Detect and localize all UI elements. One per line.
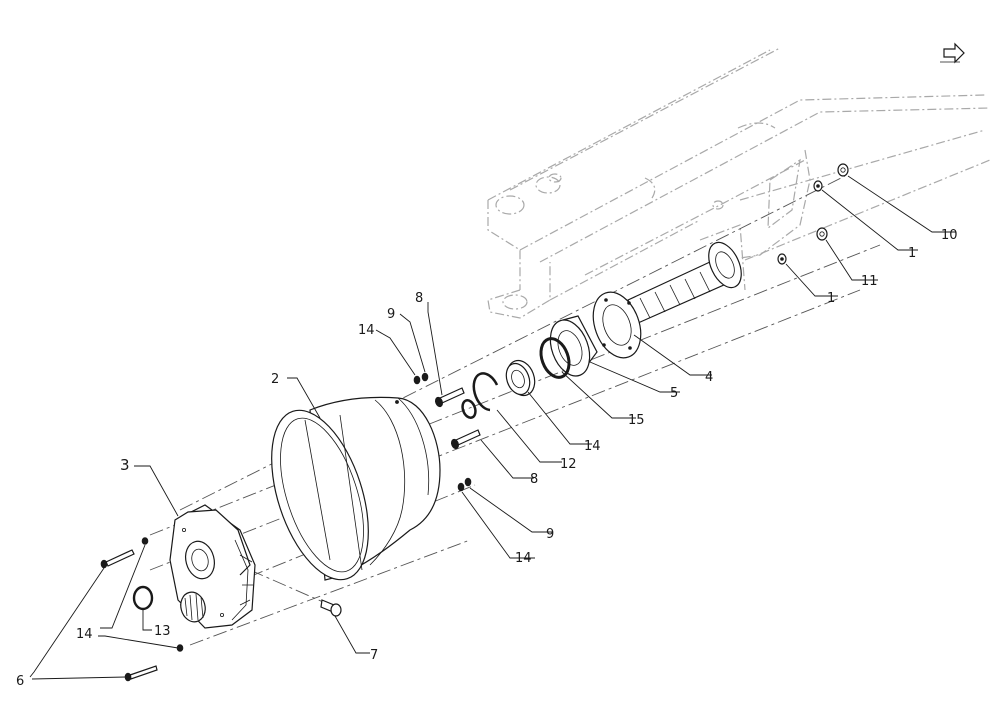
callout-12: 13 <box>154 624 171 639</box>
callout-2: 2 <box>271 372 279 387</box>
callout-7: 7 <box>370 648 378 663</box>
part-4-flange <box>592 291 642 359</box>
return-arrow-icon[interactable] <box>940 42 965 64</box>
callout-6: 6 <box>16 674 24 689</box>
part-9-14-washers-lower <box>457 477 472 492</box>
part-8-bolt-upper <box>434 387 465 408</box>
shaft <box>627 241 742 324</box>
callout-11: 12 <box>560 457 577 472</box>
part-10-nut-upper <box>837 163 849 177</box>
part-14-washers-gearbox <box>141 537 184 652</box>
part-9-14-washers-upper <box>413 372 429 385</box>
part-6-bolt-lower <box>124 665 158 682</box>
part-7-bolt <box>320 599 342 617</box>
part-1-washer-lower <box>777 253 787 265</box>
part-1-washer-upper <box>813 180 823 192</box>
callout-1-lower: 1 <box>827 291 835 306</box>
callout-8-upper: 8 <box>415 291 423 306</box>
small-seal <box>461 399 477 419</box>
part-11-snap-ring <box>472 372 499 412</box>
assembly-axes <box>149 175 881 646</box>
part-3-gearbox <box>169 504 256 629</box>
callout-labels: 10 1 11 1 4 5 15 14 12 8 9 14 8 9 14 2 3… <box>16 228 958 689</box>
part-15-oring <box>539 337 571 379</box>
callout-5: 5 <box>670 386 678 401</box>
part-13-bearing <box>505 359 536 397</box>
callout-14-left: 14 <box>76 627 93 642</box>
part-6-bolt-upper <box>100 549 135 569</box>
callout-14-right: 14 <box>515 551 532 566</box>
part-12-oring <box>132 585 154 611</box>
callout-9-upper: 9 <box>387 307 395 322</box>
callout-9-lower: 9 <box>546 527 554 542</box>
callout-15: 15 <box>628 413 645 428</box>
frame-ghost <box>487 47 991 319</box>
part-5-bearing-housing <box>549 315 598 377</box>
callout-10-upper: 10 <box>941 228 958 243</box>
callout-4: 4 <box>705 370 713 385</box>
callout-14-upper: 14 <box>358 323 375 338</box>
part-8-bolt-lower <box>450 429 481 450</box>
leader-lines <box>29 175 956 680</box>
callout-1-upper: 1 <box>908 246 916 261</box>
part-10-nut-lower <box>816 227 828 241</box>
callout-13: 14 <box>584 439 601 454</box>
callout-8-lower: 8 <box>530 472 538 487</box>
callout-10-lower: 11 <box>861 274 878 289</box>
part-2-cone-guard <box>271 396 441 581</box>
callout-3: 3 <box>120 456 130 474</box>
